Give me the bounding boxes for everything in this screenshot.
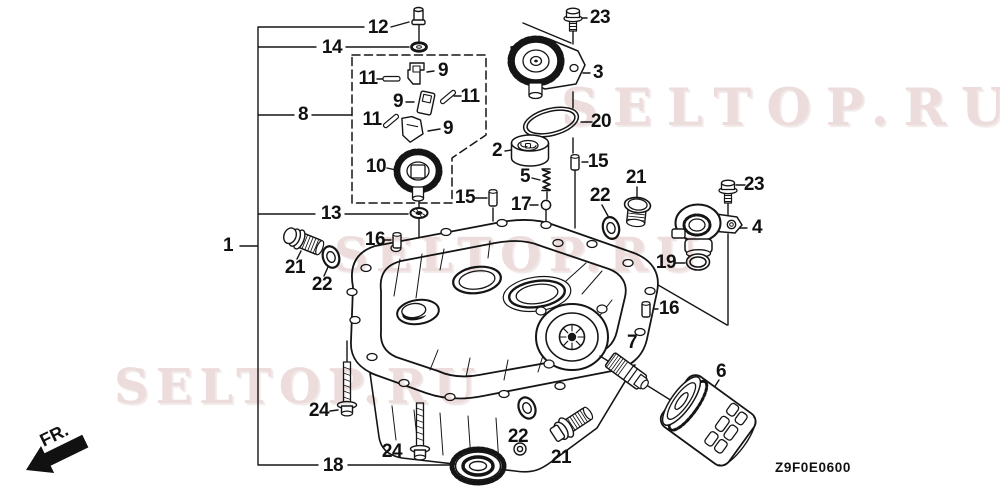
governor-assembly-dashed-box xyxy=(351,54,487,204)
part-label-20: 20 xyxy=(590,111,612,132)
part-1-oil-pan xyxy=(346,218,659,473)
part-label-24: 24 xyxy=(308,400,330,421)
part-label-11: 11 xyxy=(460,86,480,107)
part-label-21: 21 xyxy=(625,167,647,188)
part-2-pump-rotor xyxy=(510,134,550,167)
part-7-filter-adapter xyxy=(604,352,649,390)
part-20-pump-gasket xyxy=(522,106,580,138)
part-22-sealing-washer xyxy=(321,245,341,269)
part-label-3: 3 xyxy=(592,62,604,83)
part-label-19: 19 xyxy=(655,252,677,273)
part-label-22: 22 xyxy=(311,274,333,295)
part-label-21: 21 xyxy=(550,447,572,468)
part-24-flange-bolt-long xyxy=(336,361,358,417)
part-label-23: 23 xyxy=(743,174,765,195)
part-label-21: 21 xyxy=(284,257,306,278)
part-label-4: 4 xyxy=(751,217,763,238)
part-17-ball xyxy=(540,199,552,211)
part-label-2: 2 xyxy=(491,140,503,161)
part-3-pump-gear-plate xyxy=(507,35,586,100)
part-label-7: 7 xyxy=(626,332,638,353)
part-label-23: 23 xyxy=(589,7,611,28)
part-label-1: 1 xyxy=(222,235,234,256)
part-label-12: 12 xyxy=(367,17,389,38)
part-23-flange-bolt xyxy=(718,179,738,204)
part-6-oil-filter xyxy=(659,374,757,467)
oil-filter-boss xyxy=(535,303,609,371)
front-direction-arrow: FR. xyxy=(26,420,89,473)
part-label-15: 15 xyxy=(587,151,609,172)
part-12-pin xyxy=(411,6,426,26)
part-24-flange-bolt-long xyxy=(409,402,431,461)
part-10-governor-gear xyxy=(393,148,443,202)
part-label-18: 18 xyxy=(322,455,344,476)
part-15-dowel-pin xyxy=(488,189,498,207)
part-label-9: 9 xyxy=(437,60,449,81)
part-11-pin xyxy=(382,113,400,129)
part-22-sealing-washer xyxy=(517,396,537,420)
part-label-5: 5 xyxy=(519,166,531,187)
part-14-washer xyxy=(410,41,428,53)
part-label-14: 14 xyxy=(321,37,343,58)
part-9-governor-weight xyxy=(416,90,436,116)
part-16-dowel-pin xyxy=(641,301,651,318)
part-5-relief-spring xyxy=(541,168,551,192)
part-15-dowel-pin xyxy=(570,154,580,171)
part-label-6: 6 xyxy=(715,361,727,382)
part-9-governor-weight xyxy=(407,62,425,85)
part-label-11: 11 xyxy=(358,68,378,89)
part-label-22: 22 xyxy=(589,185,611,206)
part-19-o-ring xyxy=(685,253,711,271)
part-label-10: 10 xyxy=(365,156,387,177)
part-22-sealing-washer xyxy=(601,216,621,240)
part-13-washer xyxy=(409,207,429,219)
part-21-oil-filler-plug xyxy=(623,196,652,228)
part-label-8: 8 xyxy=(297,104,309,125)
part-label-16: 16 xyxy=(658,298,680,319)
part-11-pin xyxy=(382,75,401,82)
diagram-code: Z9F0E0600 xyxy=(775,460,851,475)
part-label-17: 17 xyxy=(510,194,532,215)
part-16-dowel-pin xyxy=(392,232,402,249)
part-9-governor-weight xyxy=(401,115,424,143)
part-label-13: 13 xyxy=(320,203,342,224)
part-21-drain-bolt xyxy=(549,406,594,442)
part-label-22: 22 xyxy=(507,426,529,447)
part-18-oil-seal xyxy=(449,446,507,486)
part-23-flange-bolt xyxy=(563,7,583,32)
part-label-16: 16 xyxy=(364,229,386,250)
part-label-15: 15 xyxy=(454,187,476,208)
part-label-24: 24 xyxy=(381,441,403,462)
part-4-oil-level-switch xyxy=(671,203,743,258)
part-label-11: 11 xyxy=(362,109,382,130)
part-label-9: 9 xyxy=(442,118,454,139)
part-21-drain-plug xyxy=(283,227,325,256)
part-label-9: 9 xyxy=(392,91,404,112)
part-11-pin xyxy=(439,89,457,105)
